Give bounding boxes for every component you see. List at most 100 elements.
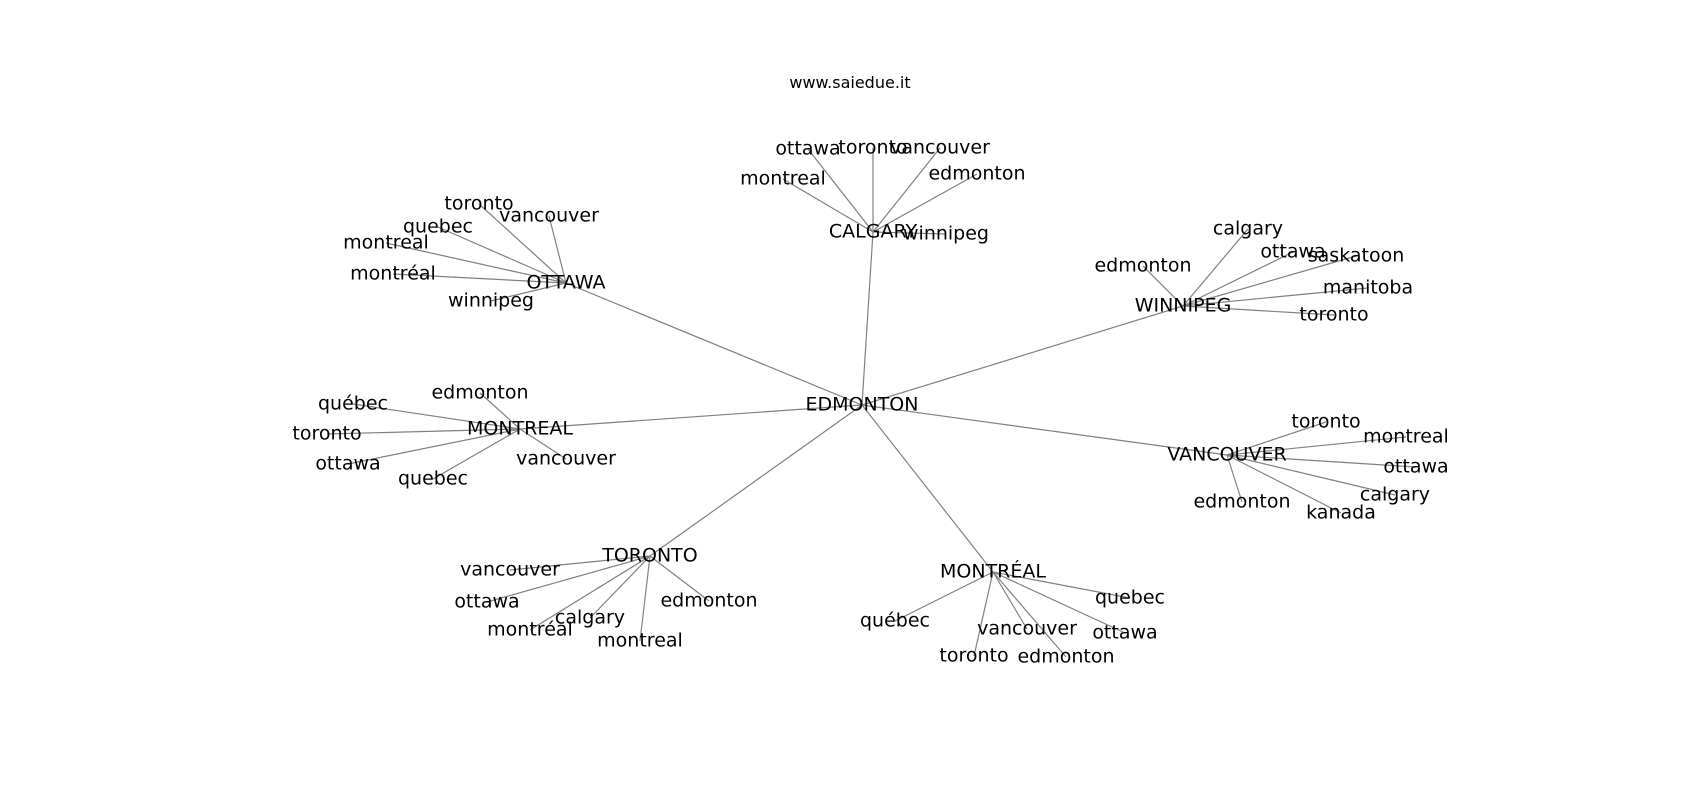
leaf-node-label: vancouver [516,448,616,470]
edge-hub-to-leaf [894,571,994,622]
edge-hub-to-leaf [432,428,521,480]
leaf-node-label: toronto [292,423,361,445]
leaf-node-label: edmonton [1094,255,1191,277]
edge-hub-to-leaf [490,282,567,302]
edge-hub-to-leaf [872,147,941,233]
edge-center-to-hub [861,404,1228,456]
edge-hub-to-leaf [1182,305,1335,316]
leaf-node-label: ottawa [1092,622,1157,644]
leaf-node-label: winnipeg [448,290,534,312]
edge-center-to-hub [861,231,874,406]
leaf-node-label: ottawa [775,138,840,160]
edge-center-to-hub [649,404,863,557]
leaf-node-label: vancouver [499,205,599,227]
edge-hub-to-leaf [992,571,1028,630]
leaf-node-label: toronto [838,137,907,159]
edge-hub-to-leaf [782,178,874,233]
edge-hub-to-leaf [326,428,521,435]
leaf-node-label: kanada [1306,502,1376,524]
leaf-node-label: toronto [939,645,1008,667]
source-watermark: www.saiedue.it [789,73,910,92]
edge-hub-to-leaf [437,226,567,284]
edge-hub-to-leaf [548,215,567,284]
leaf-node-label: edmonton [431,382,528,404]
label-layer: EDMONTONCALGARYottawatorontovancouvermon… [292,137,1448,668]
edge-hub-to-leaf [486,555,651,603]
edge-center-to-hub [861,404,994,573]
edge-layer [326,147,1417,658]
leaf-node-label: toronto [1299,304,1368,326]
edge-hub-to-leaf [509,555,651,571]
leaf-node-label: edmonton [928,163,1025,185]
edge-hub-to-leaf [385,242,567,284]
leaf-node-label: toronto [1291,411,1360,433]
leaf-node-label: calgary [555,607,625,629]
edge-hub-to-leaf [392,273,567,284]
leaf-node-label: montreal [597,630,683,652]
edge-hub-to-leaf [872,173,978,233]
edge-hub-to-leaf [973,571,994,657]
edge-hub-to-leaf [992,571,1126,634]
hub-node-label: MONTRÉAL [940,560,1046,583]
leaf-node-label: edmonton [660,590,757,612]
leaf-node-label: toronto [444,193,513,215]
leaf-node-label: saskatoon [1308,245,1405,267]
edge-hub-to-leaf [1142,265,1184,307]
leaf-node-label: quebec [398,468,468,490]
leaf-node-label: manitoba [1323,277,1413,299]
leaf-node-label: montréal [350,263,436,285]
hub-node-label: CALGARY [829,221,918,243]
leaf-node-label: winnipeg [903,223,989,245]
edge-hub-to-leaf [589,555,651,619]
edge-hub-to-leaf [992,571,1067,658]
leaf-node-label: montréal [487,619,573,641]
leaf-node-label: calgary [1360,484,1430,506]
edge-hub-to-leaf [478,203,567,284]
edge-hub-to-leaf [1226,421,1327,456]
leaf-node-label: québec [318,393,388,415]
leaf-node-label: ottawa [1260,241,1325,263]
edge-center-to-hub [519,404,863,430]
leaf-node-label: ottawa [1383,456,1448,478]
edge-hub-to-leaf [1182,228,1249,307]
edge-hub-to-leaf [529,555,651,631]
edge-hub-to-leaf [1226,454,1342,514]
edge-hub-to-leaf [479,392,521,430]
hub-node-label: TORONTO [601,545,698,567]
leaf-node-label: québec [860,610,930,632]
leaf-node-label: calgary [1213,218,1283,240]
hub-node-label: MONTREAL [467,418,573,440]
edge-hub-to-leaf [1226,454,1243,503]
hub-node-label: OTTAWA [526,272,605,294]
hub-node-label: WINNIPEG [1135,295,1232,317]
edge-hub-to-leaf [347,428,521,465]
leaf-node-label: quebec [403,216,473,238]
leaf-node-label: montreal [1363,426,1449,448]
leaf-node-label: montreal [343,232,429,254]
leaf-node-label: ottawa [315,453,380,475]
edge-hub-to-leaf [649,555,710,602]
edge-hub-to-leaf [1182,255,1357,307]
edge-hub-to-leaf [807,148,874,233]
hub-node-label: VANCOUVER [1167,444,1286,466]
leaf-node-label: quebec [1095,587,1165,609]
edge-center-to-hub [565,282,863,406]
leaf-node-label: edmonton [1017,646,1114,668]
leaf-node-label: vancouver [977,618,1077,640]
edge-hub-to-leaf [352,403,521,430]
leaf-node-label: edmonton [1193,491,1290,513]
edge-center-to-hub [861,305,1184,406]
edge-hub-to-leaf [519,428,567,460]
leaf-node-label: ottawa [454,591,519,613]
edge-hub-to-leaf [1182,287,1369,307]
edge-hub-to-leaf [1182,251,1294,307]
edge-hub-to-leaf [872,231,947,235]
edge-hub-to-leaf [992,571,1131,599]
edge-hub-to-leaf [1226,454,1417,468]
edge-hub-to-leaf [639,555,651,642]
leaf-node-label: vancouver [460,559,560,581]
center-node-label: EDMONTON [806,394,919,416]
edge-hub-to-leaf [1226,436,1407,456]
leaf-node-label: montreal [740,168,826,190]
